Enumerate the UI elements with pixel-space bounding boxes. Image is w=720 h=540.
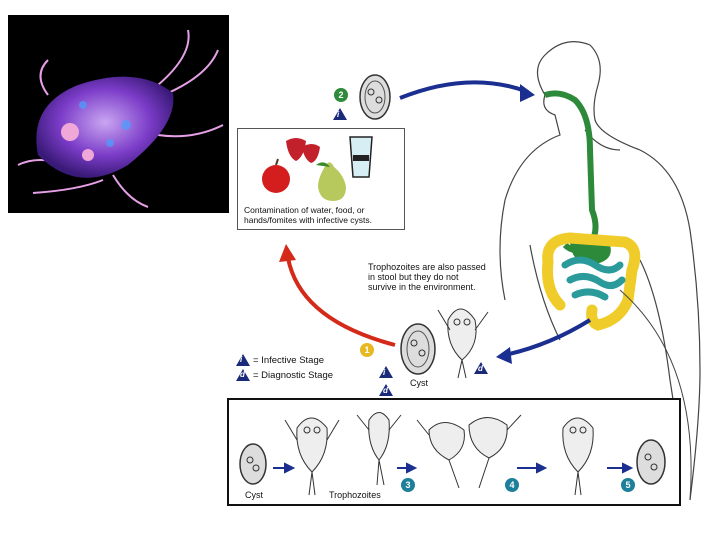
lifecycle-strip [239, 412, 666, 496]
legend-diagnostic: d = Diagnostic Stage [236, 369, 333, 381]
diagnostic-mark-tropho: d [478, 364, 483, 373]
trophozoite-3 [562, 417, 594, 496]
diagnostic-stage-icon: d [236, 369, 250, 381]
contamination-arrow [286, 257, 396, 347]
colon [542, 232, 641, 331]
trophozoite-2 [356, 412, 402, 486]
flagella [17, 29, 224, 208]
step-1-badge: 1 [360, 343, 374, 357]
infective-stage-icon: i [236, 354, 250, 366]
trophozoite-dividing [416, 414, 522, 489]
legend-infective: i = Infective Stage [236, 354, 333, 366]
excretion-arrow [504, 318, 592, 357]
apple-icon [262, 158, 290, 193]
diagnostic-marker-env [379, 384, 393, 396]
ingestion-arrow [399, 80, 529, 100]
infective-marker-top [333, 108, 347, 120]
cyst-environment [400, 323, 436, 375]
cyst-right [636, 439, 666, 485]
connector-line [619, 289, 692, 501]
esophagus [544, 90, 599, 253]
diagnostic-mark-env: d [383, 386, 388, 395]
step-5-badge: 5 [621, 478, 635, 492]
cyst-label-bottom: Cyst [245, 490, 263, 500]
trophozoites-note: Trophozoites are also passed in stool bu… [368, 262, 486, 292]
contamination-text: Contamination of water, food, or hands/f… [244, 205, 373, 225]
water-glass-icon [349, 136, 373, 178]
legend-infective-label: = Infective Stage [253, 354, 325, 366]
small-intestine [561, 256, 626, 301]
legend: i = Infective Stage d = Diagnostic Stage [236, 354, 333, 381]
contamination-illustration [262, 136, 373, 201]
giardia-body [36, 76, 174, 178]
lifecycle-box: Cyst Trophozoites 3 4 5 [227, 398, 681, 506]
contamination-box: Contamination of water, food, or hands/f… [237, 128, 405, 230]
cyst-top [359, 74, 391, 120]
diagnostic-marker-tropho [474, 362, 488, 374]
cyst-label-main: Cyst [410, 378, 428, 388]
legend-diagnostic-label: = Diagnostic Stage [253, 369, 334, 381]
infective-mark-env: i [383, 368, 386, 377]
step-4-badge: 4 [505, 478, 519, 492]
cyst-left [239, 443, 267, 485]
trophozoite-1 [284, 417, 340, 496]
step-2-badge: 2 [334, 88, 348, 102]
infective-marker-env [379, 366, 393, 378]
step-3-badge: 3 [401, 478, 415, 492]
strawberry-icon [286, 138, 320, 163]
trophozoite-environment [437, 308, 489, 379]
pear-icon [316, 162, 346, 201]
giardia-micrograph [8, 15, 229, 213]
trophozoites-label-bottom: Trophozoites [329, 490, 381, 500]
infective-mark-top: i [337, 110, 340, 119]
